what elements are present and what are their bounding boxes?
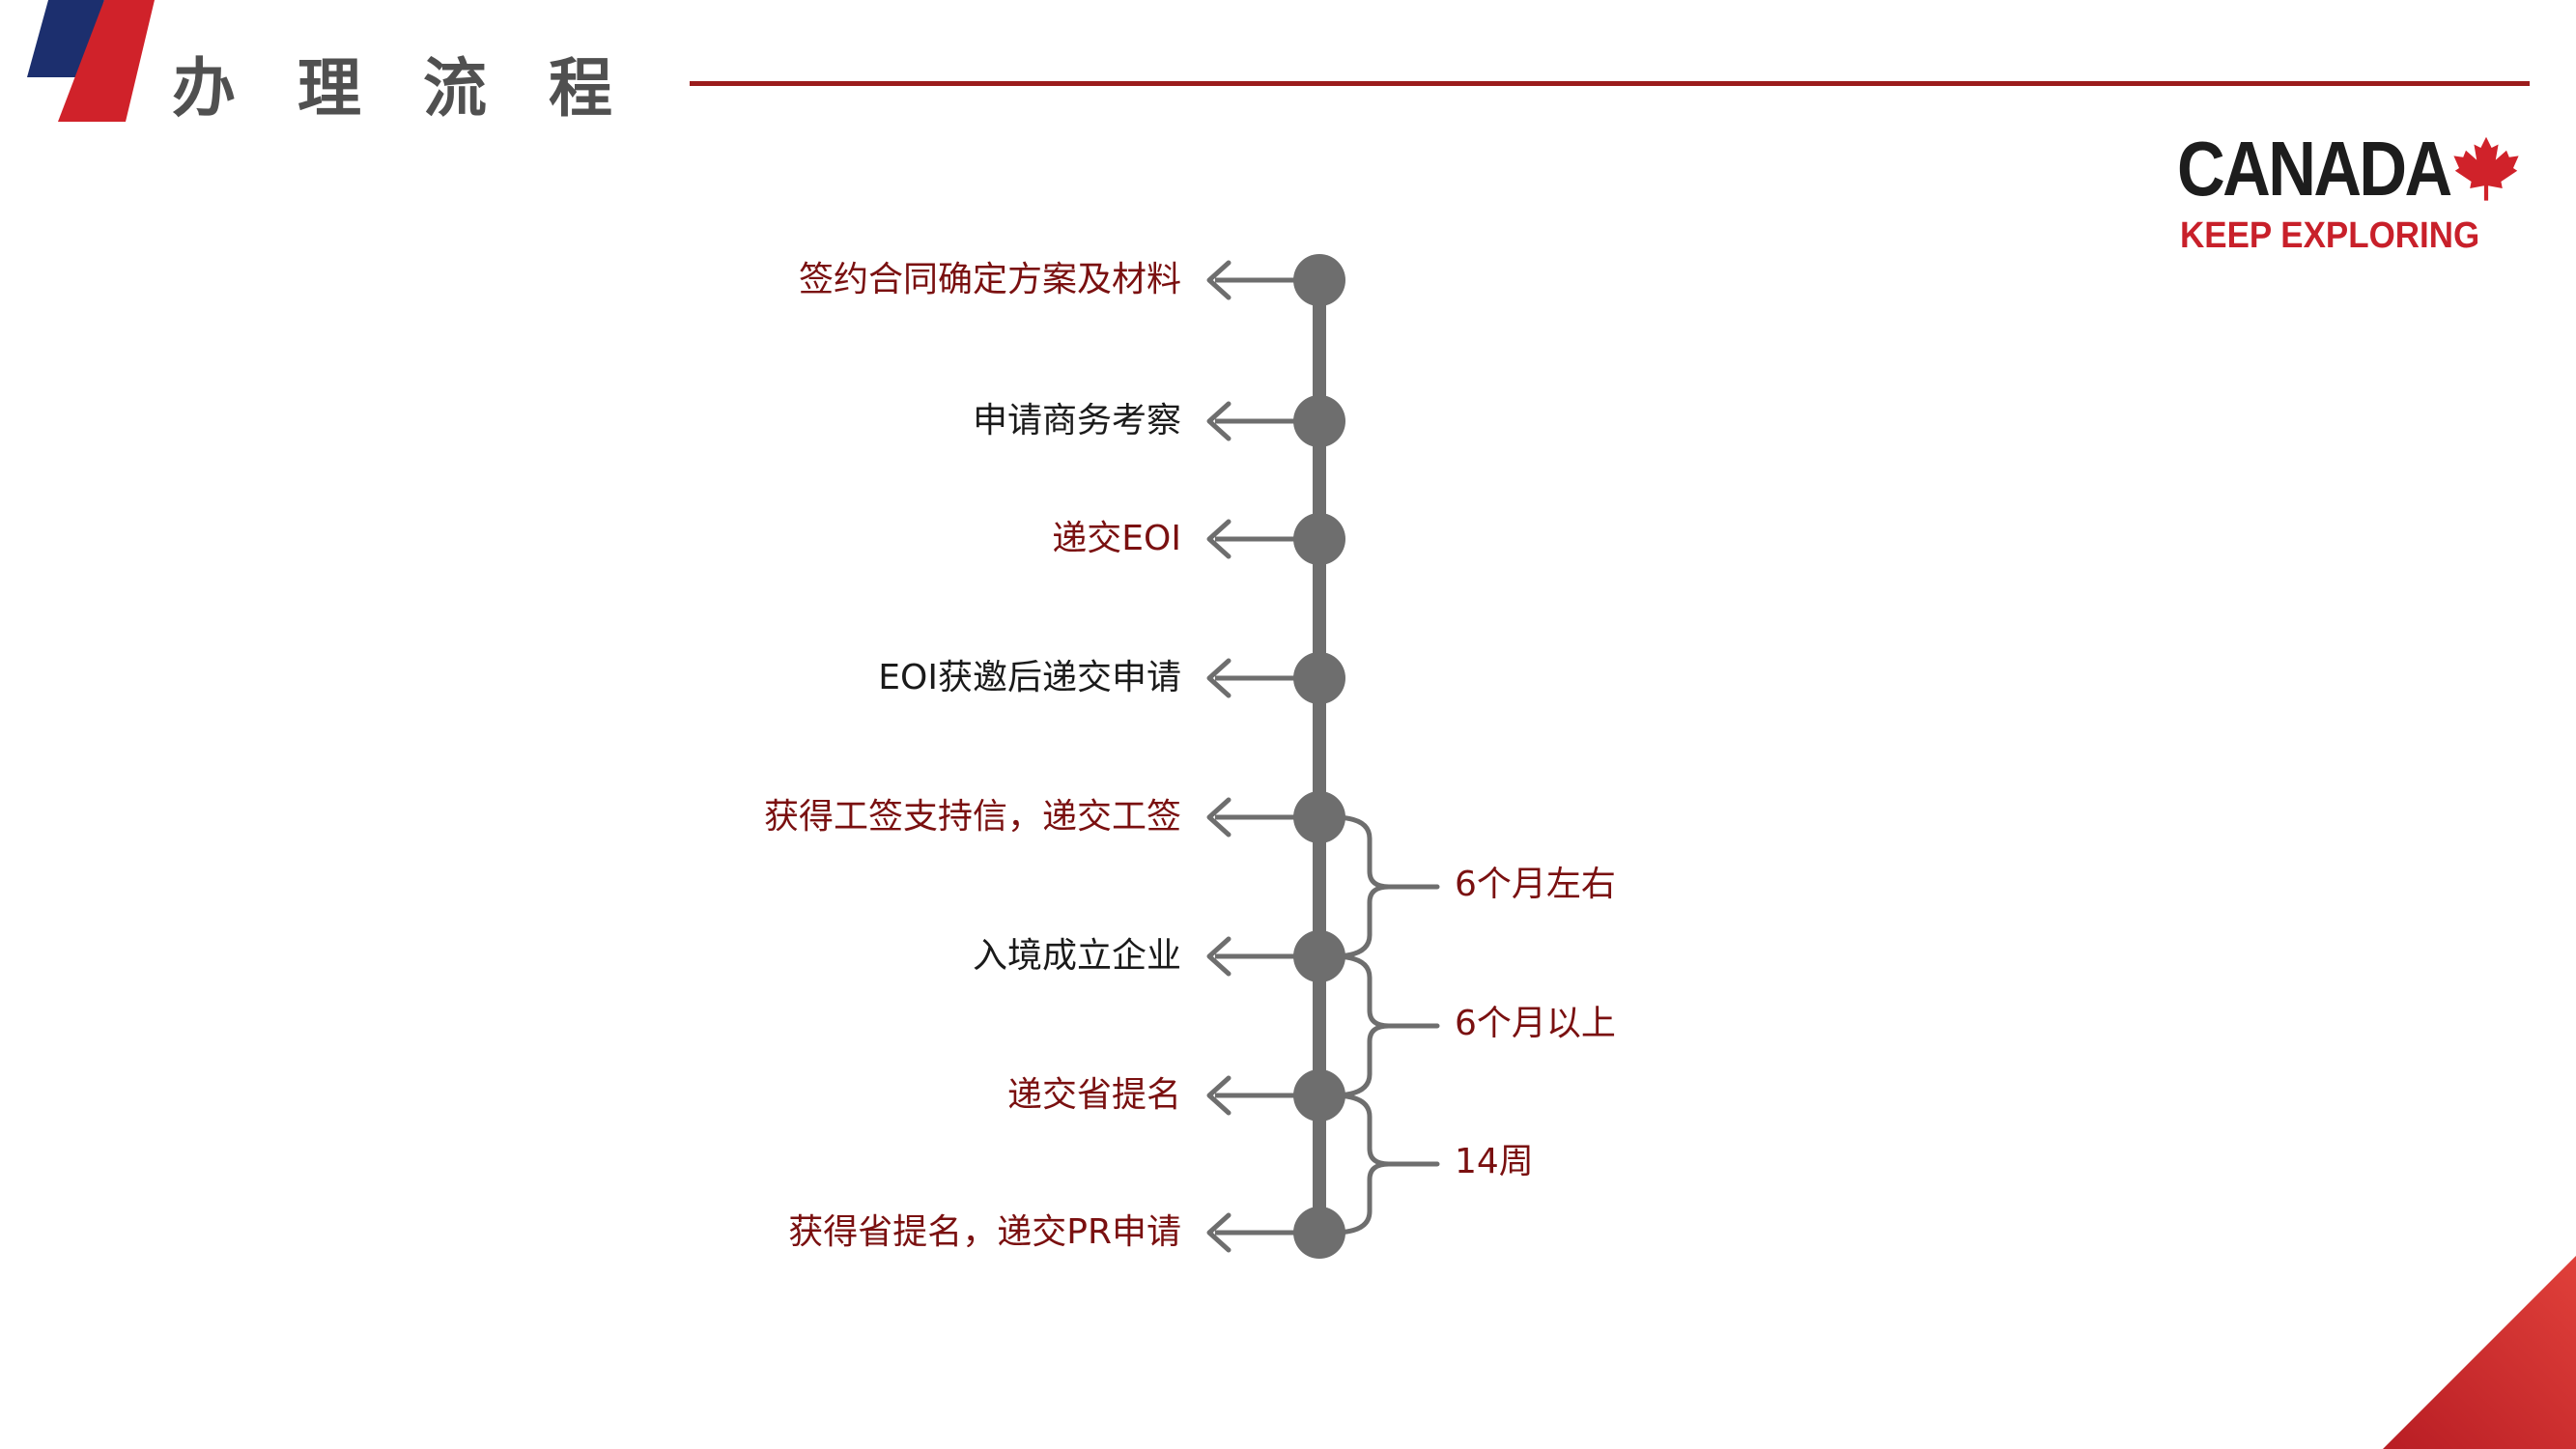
duration-label: 6个月左右 [1455,865,1616,904]
step-label: 签约合同确定方案及材料 [798,260,1181,299]
title-rule [690,81,2530,86]
step-label: 递交省提名 [1006,1075,1181,1115]
corner-stripes-decoration [27,0,155,122]
timeline-node [1293,254,1345,306]
timeline-step-5 [1206,791,1345,843]
timeline-node [1293,513,1345,565]
duration-label: 14周 [1455,1142,1534,1181]
timeline-node [1293,395,1345,447]
step-label: 递交EOI [1052,519,1181,558]
timeline-step-1 [1206,254,1345,306]
timeline-step-4 [1206,652,1345,704]
corner-triangle-decoration [2383,1256,2576,1449]
timeline-node [1293,791,1345,843]
timeline-node [1293,652,1345,704]
arrow-left-icon [1206,260,1231,300]
arrow-left-icon [1206,1212,1231,1253]
arrow-left-icon [1206,797,1231,838]
arrow-left-icon [1206,519,1231,559]
timeline-step-2 [1206,395,1345,447]
step-label: 获得省提名，递交PR申请 [788,1212,1181,1252]
duration-brace [1330,814,1440,959]
timeline-node [1293,930,1345,982]
arrow-left-icon [1206,658,1231,698]
step-label: EOI获邀后递交申请 [878,658,1181,697]
maple-leaf-icon [2453,136,2519,201]
timeline-step-8 [1206,1207,1345,1259]
step-label: 获得工签支持信，递交工签 [763,797,1181,837]
timeline-step-3 [1206,513,1345,565]
step-label: 入境成立企业 [972,936,1181,976]
canada-logo: CANADA KEEP EXPLORING [2177,126,2525,261]
logo-wordmark: CANADA [2177,126,2452,212]
duration-brace [1330,1093,1440,1236]
arrow-left-icon [1206,401,1231,441]
timeline-node [1293,1069,1345,1122]
arrow-left-icon [1206,1075,1231,1116]
duration-brace [1330,953,1440,1098]
page-title: 办理流程 [172,51,674,126]
arrow-left-icon [1206,936,1231,977]
duration-label: 6个月以上 [1455,1004,1616,1043]
timeline-step-6 [1206,930,1345,982]
logo-tagline: KEEP EXPLORING [2180,215,2480,256]
timeline-step-7 [1206,1069,1345,1122]
timeline-node [1293,1207,1345,1259]
step-label: 申请商务考察 [972,401,1181,440]
